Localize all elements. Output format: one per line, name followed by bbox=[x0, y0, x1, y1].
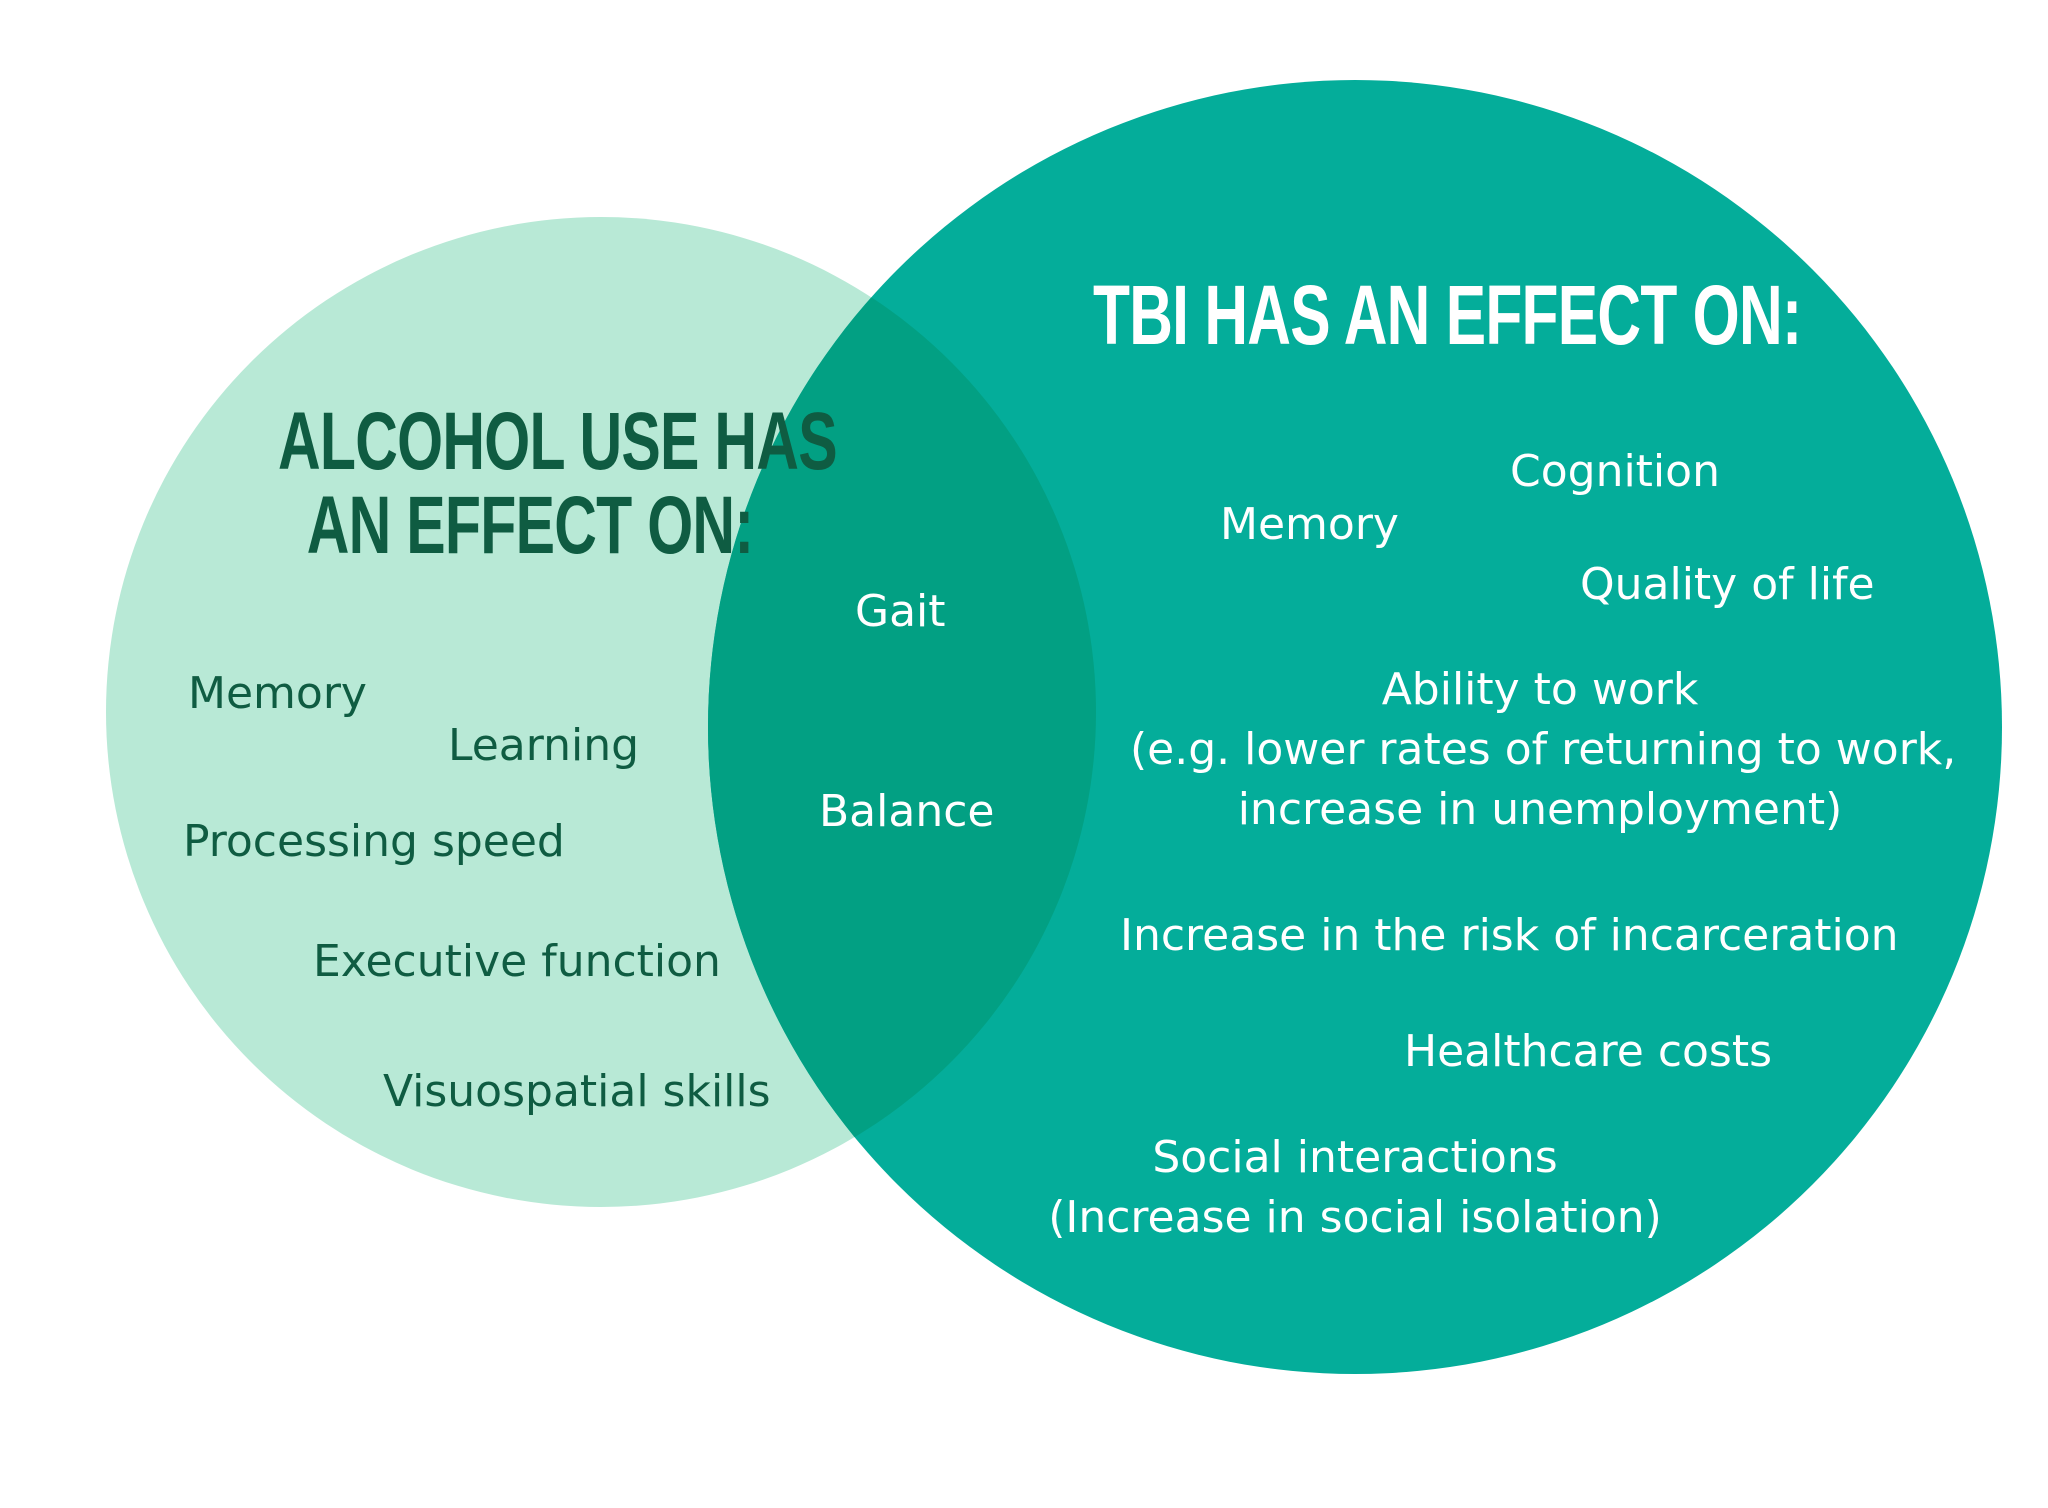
alcohol-item-learning: Learning bbox=[448, 720, 640, 771]
alcohol-item-executive-function: Executive function bbox=[313, 936, 721, 987]
tbi-item-ability-to-work: Ability to work (e.g. lower rates of ret… bbox=[1130, 660, 1957, 840]
tbi-heading: TBI HAS AN EFFECT ON: bbox=[1093, 268, 1802, 362]
alcohol-item-memory: Memory bbox=[188, 668, 367, 719]
ability-line-2: (e.g. lower rates of returning to work, bbox=[1130, 724, 1957, 775]
tbi-item-incarceration: Increase in the risk of incarceration bbox=[1120, 910, 1899, 961]
alcohol-heading-line1: ALCOHOL USE HAS bbox=[278, 396, 838, 487]
alcohol-heading: ALCOHOL USE HAS AN EFFECT ON: bbox=[278, 396, 838, 571]
shared-item-gait: Gait bbox=[855, 586, 946, 637]
alcohol-item-processing-speed: Processing speed bbox=[183, 816, 565, 867]
tbi-item-quality-of-life: Quality of life bbox=[1580, 559, 1875, 610]
tbi-item-cognition: Cognition bbox=[1510, 446, 1720, 497]
alcohol-item-visuospatial-skills: Visuospatial skills bbox=[383, 1066, 771, 1117]
tbi-item-memory: Memory bbox=[1220, 499, 1399, 550]
tbi-item-social-interactions: Social interactions (Increase in social … bbox=[1015, 1128, 1695, 1248]
ability-line-3: increase in unemployment) bbox=[1237, 784, 1843, 835]
social-line-2: (Increase in social isolation) bbox=[1048, 1192, 1662, 1243]
alcohol-heading-line2: AN EFFECT ON: bbox=[306, 480, 754, 571]
tbi-circle bbox=[708, 80, 2002, 1374]
tbi-item-healthcare-costs: Healthcare costs bbox=[1404, 1026, 1773, 1077]
shared-item-balance: Balance bbox=[819, 786, 995, 837]
social-line-1: Social interactions bbox=[1152, 1132, 1558, 1183]
ability-line-1: Ability to work bbox=[1381, 664, 1699, 715]
